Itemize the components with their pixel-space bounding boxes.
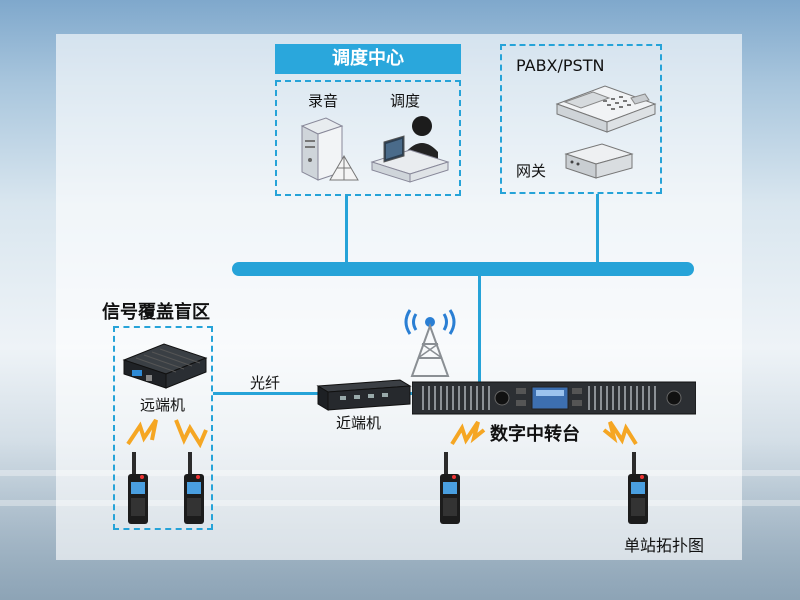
lightning-signal-icon	[450, 418, 488, 452]
antenna-tower-icon	[396, 300, 464, 382]
repeater-label: 数字中转台	[490, 424, 580, 445]
repeater-link	[478, 276, 481, 386]
coverage-area-title: 信号覆盖盲区	[102, 302, 210, 323]
remote-unit-device-icon	[118, 338, 210, 396]
fiber-link	[213, 392, 321, 395]
lightning-signal-icon	[126, 418, 210, 452]
rack-repeater-icon	[411, 380, 697, 420]
near-unit-label: 近端机	[336, 414, 382, 432]
pabx-link	[596, 194, 599, 264]
desk-phone-icon	[553, 78, 659, 138]
dispatcher-workstation-icon	[370, 112, 450, 188]
handheld-radio-icon	[626, 452, 650, 530]
dispatch-center-box	[275, 80, 461, 196]
handheld-radio-icon	[438, 452, 462, 530]
gateway-device-icon	[562, 140, 636, 186]
dispatch-label: 调度	[390, 92, 421, 110]
coverage-area-box	[113, 326, 213, 530]
server-icon	[296, 116, 366, 188]
remote-unit-label: 远端机	[140, 396, 186, 414]
fiber-label: 光纤	[250, 374, 281, 392]
near-unit-device-icon	[316, 378, 412, 416]
recording-label: 录音	[308, 92, 339, 110]
dispatch-center-title: 调度中心	[275, 44, 461, 74]
dispatch-link	[345, 196, 348, 264]
network-bus	[232, 262, 694, 276]
pabx-box	[500, 44, 662, 194]
handheld-radio-icon	[182, 452, 206, 530]
lightning-signal-icon	[600, 418, 638, 452]
gateway-label: 网关	[516, 162, 547, 180]
diagram-caption: 单站拓扑图	[624, 536, 705, 555]
pabx-title: PABX/PSTN	[516, 56, 605, 75]
handheld-radio-icon	[126, 452, 150, 530]
